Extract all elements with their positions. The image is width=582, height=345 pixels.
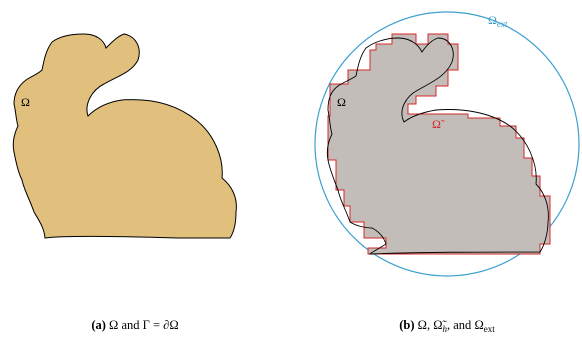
caption-b-tag: (b) (399, 318, 415, 332)
caption-a-omega: Ω (109, 318, 119, 332)
caption-b-omega: Ω, (417, 318, 434, 332)
omega-ext-label: Ωext (488, 13, 508, 29)
omega-region-a (12, 33, 237, 239)
omega-tilde-region (327, 33, 551, 255)
omega-label-a: Ω (21, 95, 30, 109)
caption-a-gamma: Γ = ∂Ω (142, 318, 179, 332)
caption-b-omega-ext: Ω (474, 318, 484, 332)
caption-a-tag: (a) (91, 318, 106, 332)
caption-b-ext-sub: ext (483, 324, 495, 334)
omega-ext-label-base: Ω (488, 13, 497, 27)
caption-a: (a) Ω and Γ = ∂Ω (91, 318, 178, 333)
caption-b-omega-tilde: Ω̃ (433, 318, 443, 332)
panel-b: Ω Ω̃ Ωext (314, 11, 580, 277)
omega-boundary-b (326, 37, 549, 255)
omega-label-b: Ω (337, 95, 346, 109)
caption-a-and: and (118, 318, 143, 332)
caption-b-and: , and (447, 318, 475, 332)
omega-ext-label-sub: ext (497, 19, 508, 29)
panel-a: Ω (12, 33, 237, 239)
caption-b: (b) Ω, Ω̃h, and Ωext (399, 318, 494, 334)
caption-b-h-sub: h (442, 324, 448, 334)
